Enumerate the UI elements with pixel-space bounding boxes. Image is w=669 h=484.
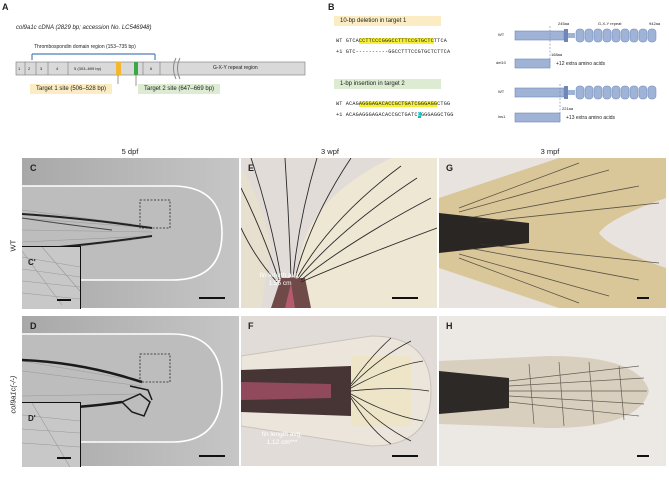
gxy-repeat-label: G-X-Y repeat xyxy=(598,21,622,26)
row-label-mutant: col9a1c(-/-) xyxy=(8,375,18,414)
column-header-3mpf: 3 mpf xyxy=(540,147,560,156)
panel-c-inset xyxy=(22,246,81,309)
del-wt-seq: WT GTCACCTTCCCGGGCCTTTCCGTGCTCTTCA xyxy=(336,38,447,44)
panel-label-h: H xyxy=(446,321,453,331)
panel-h-image xyxy=(439,316,666,466)
scalebar-e xyxy=(392,297,418,299)
panel-label-f: F xyxy=(248,321,254,331)
fin-length-wt: fin length avg. 1.55 cm xyxy=(259,272,301,288)
scalebar-d-inset xyxy=(57,457,71,459)
panel-label-a: A xyxy=(2,2,9,12)
scalebar-d xyxy=(199,455,225,457)
exon-5: 5 (303–699 bp) xyxy=(74,66,102,71)
row-label-wt: WT xyxy=(8,239,18,252)
exon-1: 1 xyxy=(18,66,21,71)
exon-2: 2 xyxy=(28,66,31,71)
ins-wt-seq: WT ACAGAGGGAGACACCGCTGATCGGGAGGCTGG xyxy=(336,101,451,107)
column-header-3wpf: 3 wpf xyxy=(321,147,339,156)
target1-box: Target 1 site (506–528 bp) xyxy=(30,84,113,94)
panel-label-d: D xyxy=(30,321,37,331)
target2-box: Target 2 site (647–669 bp) xyxy=(138,84,221,94)
exon-3: 3 xyxy=(40,66,43,71)
exon-6: 6 xyxy=(150,66,153,71)
panel-g-image xyxy=(439,158,666,308)
scalebar-h xyxy=(637,455,649,457)
wt-label-1: WT xyxy=(498,32,505,37)
panel-label-c: C xyxy=(30,163,37,173)
gxy-region-label: G-X-Y repeat region xyxy=(213,65,258,71)
aa221-label: 221aa xyxy=(562,106,574,111)
panel-d-inset xyxy=(22,402,81,467)
panel-label-d-prime: D' xyxy=(28,414,36,423)
del-mut-seq: +1 GTC----------GGCCTTTCCGTGCTCTTCA xyxy=(336,49,451,55)
panel-e-image xyxy=(241,158,437,308)
deletion-title: 10-bp deletion in target 1 xyxy=(334,16,441,26)
scalebar-g xyxy=(637,297,649,299)
tsp-label: Thrombospondin domain region (153–735 bp… xyxy=(34,44,136,50)
scalebar-c-inset xyxy=(57,299,71,301)
exon-4: 4 xyxy=(56,66,59,71)
del10-label: del10 xyxy=(496,60,506,65)
aa942-label: 942aa xyxy=(649,21,661,26)
panel-label-c-prime: C' xyxy=(28,258,36,267)
panel-label-e: E xyxy=(248,163,255,173)
panel-f-image xyxy=(241,316,437,466)
panel-a-title: col9a1c cDNA (2829 bp; accession No. LC5… xyxy=(16,25,152,31)
fin-length-mutant: fin length avg. 1.12 cm*** xyxy=(261,431,303,447)
extra13-label: +13 extra amino acids xyxy=(566,115,616,121)
insertion-title: 1-bp insertion in target 2 xyxy=(334,79,441,89)
scalebar-f xyxy=(392,455,418,457)
aa168-label: 168aa xyxy=(551,52,563,57)
scalebar-c xyxy=(199,297,225,299)
ins-mut-seq: +1 ACAGAGGGAGACACCGCTGATCCGGGAGGCTGG xyxy=(336,112,454,118)
column-header-5dpf: 5 dpf xyxy=(121,147,139,156)
extra12-label: +12 extra amino acids xyxy=(556,61,606,67)
ins1-label: ins1 xyxy=(498,114,506,119)
panel-label-b: B xyxy=(328,2,335,12)
wt-label-2: WT xyxy=(498,89,505,94)
panel-label-g: G xyxy=(446,163,454,173)
aa245-label: 245aa xyxy=(558,21,570,26)
